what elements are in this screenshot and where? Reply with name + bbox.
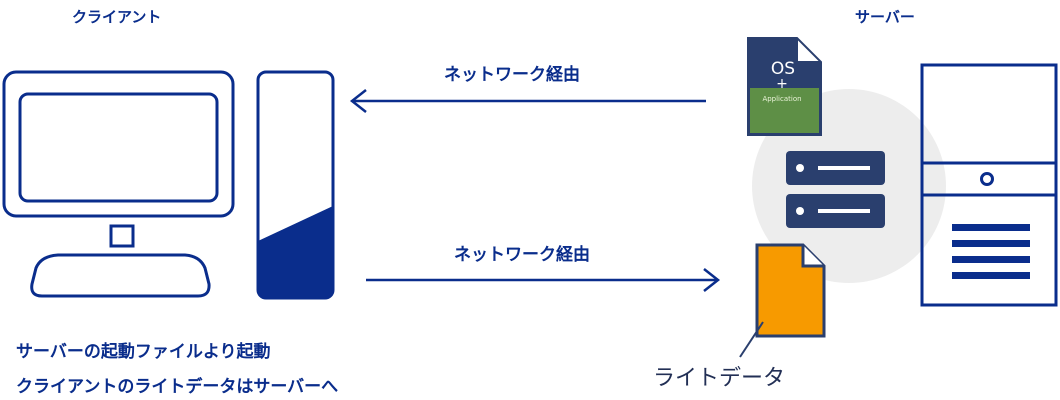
write-data-label: ライトデータ	[653, 366, 786, 391]
write-data-file-icon	[755, 243, 826, 338]
client-tower-icon	[256, 70, 335, 300]
network-label-bottom: ネットワーク経由	[454, 245, 590, 265]
rack-server-icon	[786, 151, 885, 228]
caption-boot: サーバーの起動ファイルより起動	[16, 342, 271, 362]
os-label: OS	[770, 59, 796, 79]
server-background-circle	[752, 89, 946, 283]
server-title: サーバー	[855, 8, 915, 26]
application-label: Application	[762, 95, 802, 103]
write-data-pointer-line	[739, 321, 764, 358]
os-plus-label: +	[776, 76, 788, 92]
arrow-to-client	[349, 89, 706, 113]
client-monitor-icon	[2, 70, 235, 298]
caption-write: クライアントのライトデータはサーバーへ	[16, 377, 339, 397]
os-file-icon	[747, 37, 822, 136]
arrow-to-server	[366, 268, 721, 292]
network-label-top: ネットワーク経由	[444, 65, 580, 85]
server-tower-icon	[920, 63, 1058, 307]
client-title: クライアント	[72, 8, 162, 26]
